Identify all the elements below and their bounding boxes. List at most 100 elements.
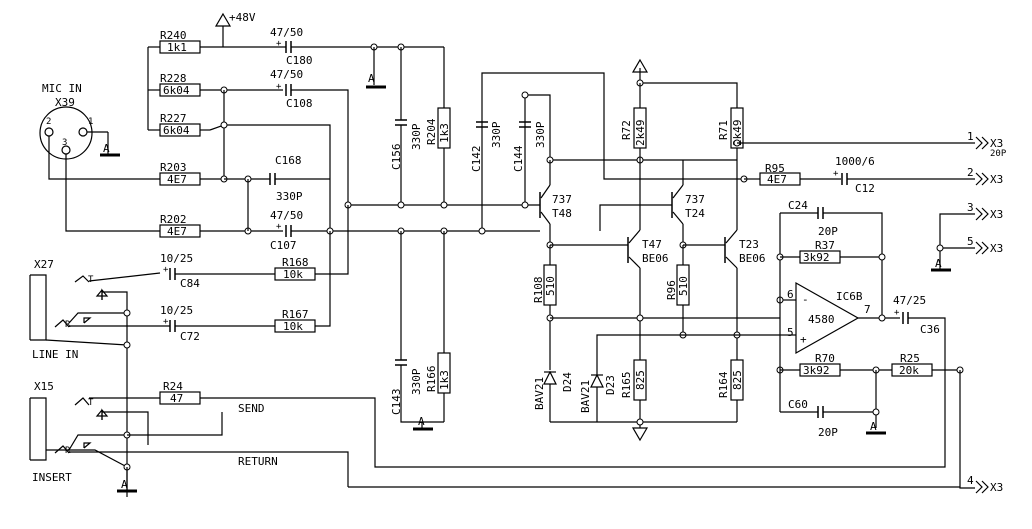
svg-text:1000/6: 1000/6 bbox=[835, 155, 875, 168]
svg-text:R240: R240 bbox=[160, 29, 187, 42]
svg-text:T: T bbox=[88, 275, 94, 285]
svg-text:47/50: 47/50 bbox=[270, 209, 303, 222]
svg-text:C143: C143 bbox=[390, 389, 403, 416]
output-x3-pin3: 3 X3 bbox=[967, 201, 1003, 221]
svg-text:4E7: 4E7 bbox=[167, 173, 187, 186]
svg-text:4E7: 4E7 bbox=[767, 173, 787, 186]
diode-d23: BAV21 D23 bbox=[579, 373, 617, 413]
svg-text:4: 4 bbox=[967, 474, 974, 487]
svg-text:R168: R168 bbox=[282, 256, 309, 269]
capacitor-c84: 10/25 + C84 bbox=[160, 252, 200, 290]
svg-text:X15: X15 bbox=[34, 380, 54, 393]
resistor-r168: R168 10k bbox=[274, 256, 316, 281]
resistor-r164: R164 825 bbox=[717, 359, 744, 401]
resistor-r71: R71 2k49 bbox=[717, 107, 744, 149]
svg-text:INSERT: INSERT bbox=[32, 471, 72, 484]
output-x3-pin2: 2 X3 bbox=[967, 166, 1003, 186]
resistor-r165: R165 825 bbox=[620, 359, 647, 401]
output-x3-pin4: 4 X3 bbox=[967, 474, 1003, 494]
supply-48v: +48V bbox=[214, 11, 256, 47]
svg-text:A: A bbox=[418, 415, 425, 428]
mic-in-connector: MIC IN X39 2 1 3 A bbox=[39, 82, 120, 160]
capacitor-c180: 47/50 + C180 bbox=[270, 26, 313, 67]
svg-text:47: 47 bbox=[170, 392, 183, 405]
svg-text:10/25: 10/25 bbox=[160, 304, 193, 317]
svg-text:3k92: 3k92 bbox=[803, 251, 830, 264]
svg-text:BE06: BE06 bbox=[739, 252, 766, 265]
svg-text:X3: X3 bbox=[990, 173, 1003, 186]
resistor-r240: R240 1k1 bbox=[159, 29, 201, 54]
svg-text:+: + bbox=[163, 317, 169, 327]
resistor-r167: R167 10k bbox=[274, 308, 316, 333]
svg-text:A: A bbox=[935, 257, 942, 270]
svg-text:825: 825 bbox=[731, 370, 744, 390]
svg-text:330P: 330P bbox=[490, 121, 503, 148]
capacitor-c144: C144 330P bbox=[512, 121, 547, 172]
svg-text:+: + bbox=[894, 308, 900, 318]
x39-label: X39 bbox=[55, 96, 75, 109]
svg-text:C180: C180 bbox=[286, 54, 313, 67]
svg-text:C156: C156 bbox=[390, 144, 403, 171]
x39-pin3: 3 bbox=[62, 138, 67, 148]
svg-text:R24: R24 bbox=[163, 380, 183, 393]
capacitor-c60: C60 20P bbox=[788, 398, 838, 439]
svg-text:5: 5 bbox=[787, 326, 794, 339]
svg-text:R166: R166 bbox=[425, 366, 438, 393]
svg-text:R203: R203 bbox=[160, 161, 187, 174]
svg-text:T24: T24 bbox=[685, 207, 705, 220]
resistor-r37: R37 3k92 bbox=[799, 239, 841, 264]
resistor-r96: R96 510 bbox=[665, 264, 690, 306]
svg-text:R202: R202 bbox=[160, 213, 187, 226]
svg-text:330P: 330P bbox=[410, 368, 423, 395]
resistor-r70: R70 3k92 bbox=[799, 352, 841, 377]
svg-text:1k1: 1k1 bbox=[167, 41, 187, 54]
svg-text:R227: R227 bbox=[160, 112, 187, 125]
svg-text:4E7: 4E7 bbox=[167, 225, 187, 238]
svg-text:R164: R164 bbox=[717, 371, 730, 398]
resistor-r227: R227 6k04 bbox=[159, 112, 201, 137]
transistor-t47: T47 BE06 bbox=[627, 229, 669, 269]
svg-text:C84: C84 bbox=[180, 277, 200, 290]
svg-text:7: 7 bbox=[864, 303, 871, 316]
svg-text:+: + bbox=[800, 333, 807, 346]
svg-text:1k3: 1k3 bbox=[438, 370, 451, 390]
svg-text:X3: X3 bbox=[990, 137, 1003, 150]
svg-text:+: + bbox=[276, 39, 282, 49]
svg-text:R167: R167 bbox=[282, 308, 309, 321]
svg-text:10k: 10k bbox=[283, 320, 303, 333]
return-label: RETURN bbox=[238, 455, 278, 468]
svg-text:1: 1 bbox=[967, 130, 974, 143]
svg-text:5: 5 bbox=[967, 235, 974, 248]
insert-connector: X15 INSERT T R bbox=[29, 380, 94, 484]
x39-pin1: 1 bbox=[88, 117, 93, 127]
svg-text:47/50: 47/50 bbox=[270, 68, 303, 81]
svg-text:3k92: 3k92 bbox=[803, 364, 830, 377]
svg-text:R: R bbox=[65, 446, 71, 456]
svg-text:R204: R204 bbox=[425, 118, 438, 145]
svg-text:X3: X3 bbox=[990, 481, 1003, 494]
svg-text:R25: R25 bbox=[900, 352, 920, 365]
transistor-t23: T23 BE06 bbox=[724, 229, 766, 269]
line-in-connector: X27 LINE IN T R bbox=[29, 258, 94, 361]
capacitor-c72: 10/25 + C72 bbox=[160, 304, 200, 343]
svg-text:3: 3 bbox=[967, 201, 974, 214]
supply-48v-label: +48V bbox=[229, 11, 256, 24]
svg-text:10k: 10k bbox=[283, 268, 303, 281]
svg-text:510: 510 bbox=[677, 276, 690, 296]
svg-text:R228: R228 bbox=[160, 72, 187, 85]
svg-text:A: A bbox=[368, 72, 375, 85]
svg-text:R70: R70 bbox=[815, 352, 835, 365]
svg-text:IC6B: IC6B bbox=[836, 290, 863, 303]
svg-text:+: + bbox=[833, 169, 839, 179]
svg-text:BAV21: BAV21 bbox=[533, 377, 546, 410]
svg-text:6: 6 bbox=[787, 288, 794, 301]
resistor-r228: R228 6k04 bbox=[159, 72, 201, 97]
svg-text:20P: 20P bbox=[818, 426, 838, 439]
send-label: SEND bbox=[238, 402, 265, 415]
capacitor-c12: 1000/6 + C12 bbox=[833, 155, 875, 195]
svg-text:+: + bbox=[276, 222, 282, 232]
svg-text:1k3: 1k3 bbox=[438, 123, 451, 143]
svg-text:D24: D24 bbox=[561, 372, 574, 392]
svg-text:C107: C107 bbox=[270, 239, 297, 252]
